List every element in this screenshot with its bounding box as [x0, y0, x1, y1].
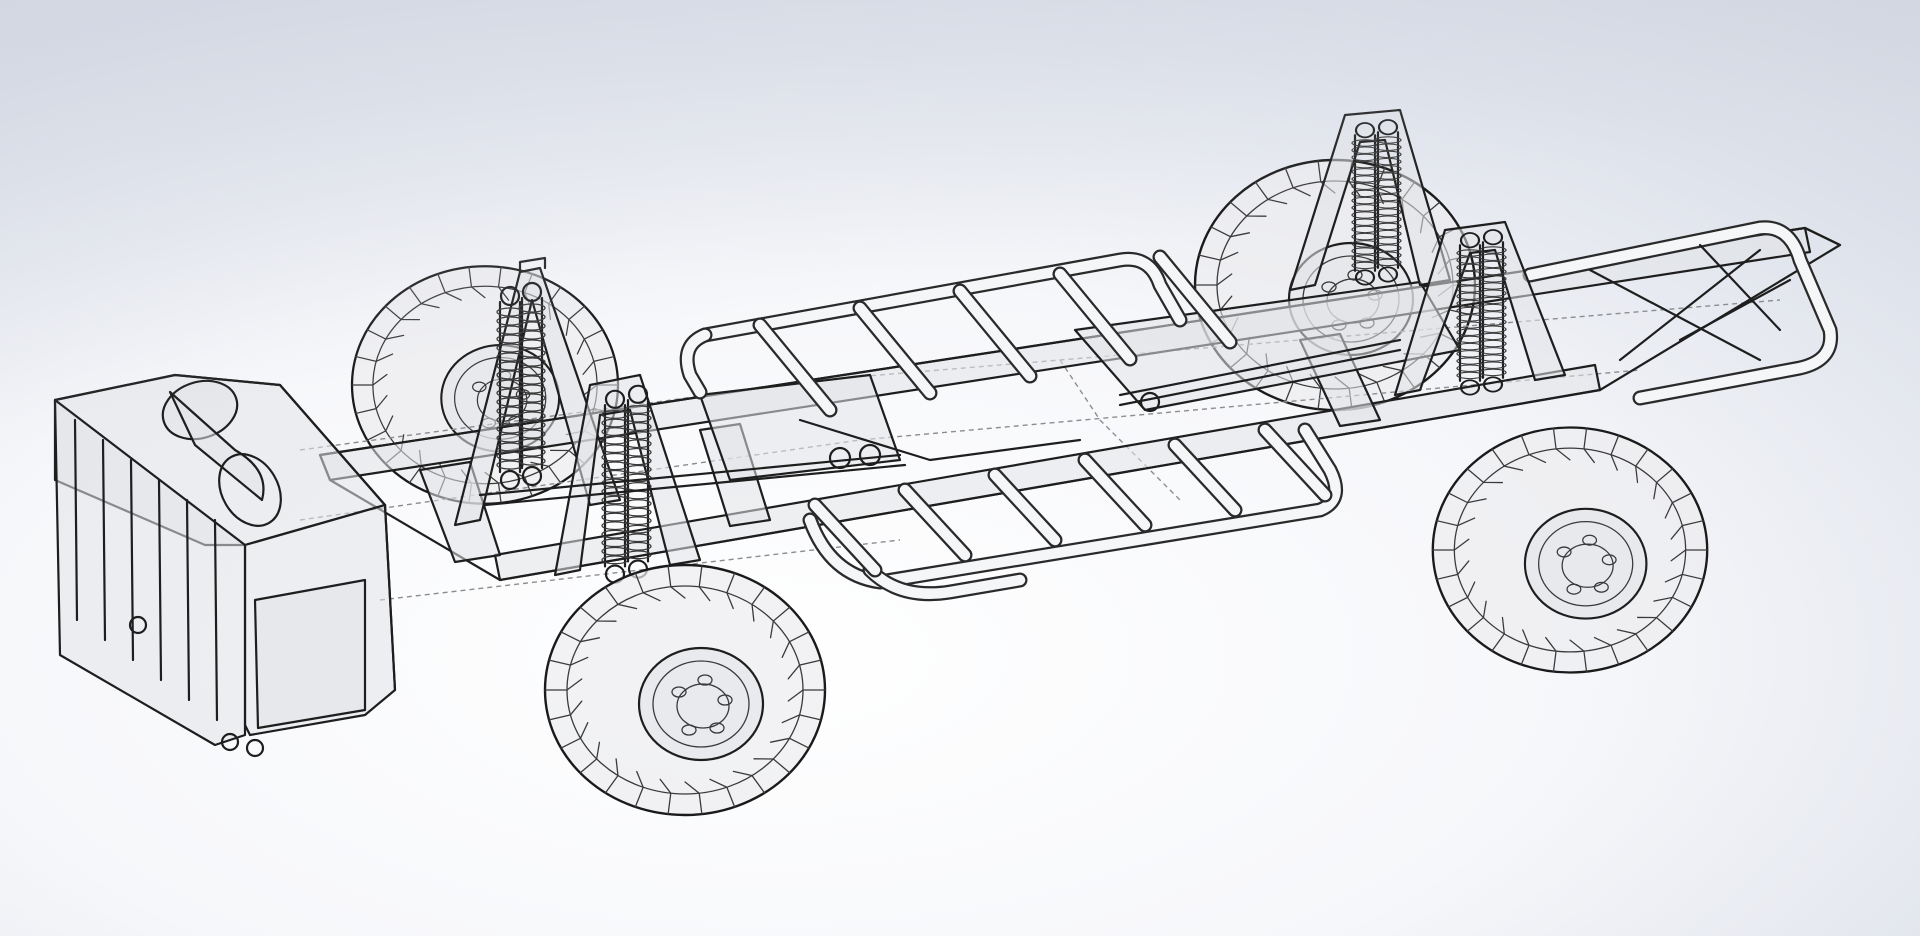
- wheel-front-right: [543, 563, 827, 817]
- shock-tower-rear: [1288, 108, 1567, 397]
- wheel-rear-right: [1431, 426, 1709, 674]
- drivetrain: [478, 338, 1402, 507]
- front-box: [53, 373, 397, 758]
- tube-platform: [679, 220, 1839, 602]
